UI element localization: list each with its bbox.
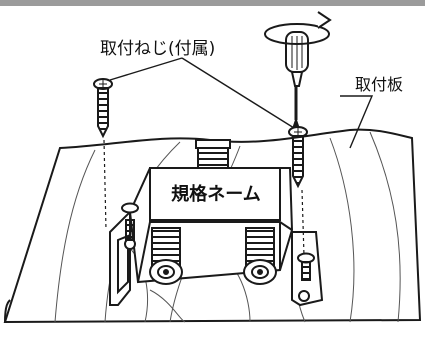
left-screw — [93, 78, 113, 139]
name-plate: 規格ネーム — [149, 167, 281, 221]
left-flange-screw — [121, 202, 139, 241]
right-guide-line — [301, 189, 305, 257]
right-screw — [288, 126, 308, 189]
right-flange-screw — [297, 252, 315, 281]
screws-label: 取付ねじ(付属) — [100, 39, 215, 59]
mounting-plate-label: 取付板 — [355, 75, 403, 94]
top-band — [0, 0, 425, 6]
name-plate-label: 規格ネーム — [171, 183, 260, 205]
screwdriver-icon — [285, 31, 309, 127]
clockwise-arrow-icon — [264, 11, 332, 45]
leader-lines — [109, 57, 374, 149]
